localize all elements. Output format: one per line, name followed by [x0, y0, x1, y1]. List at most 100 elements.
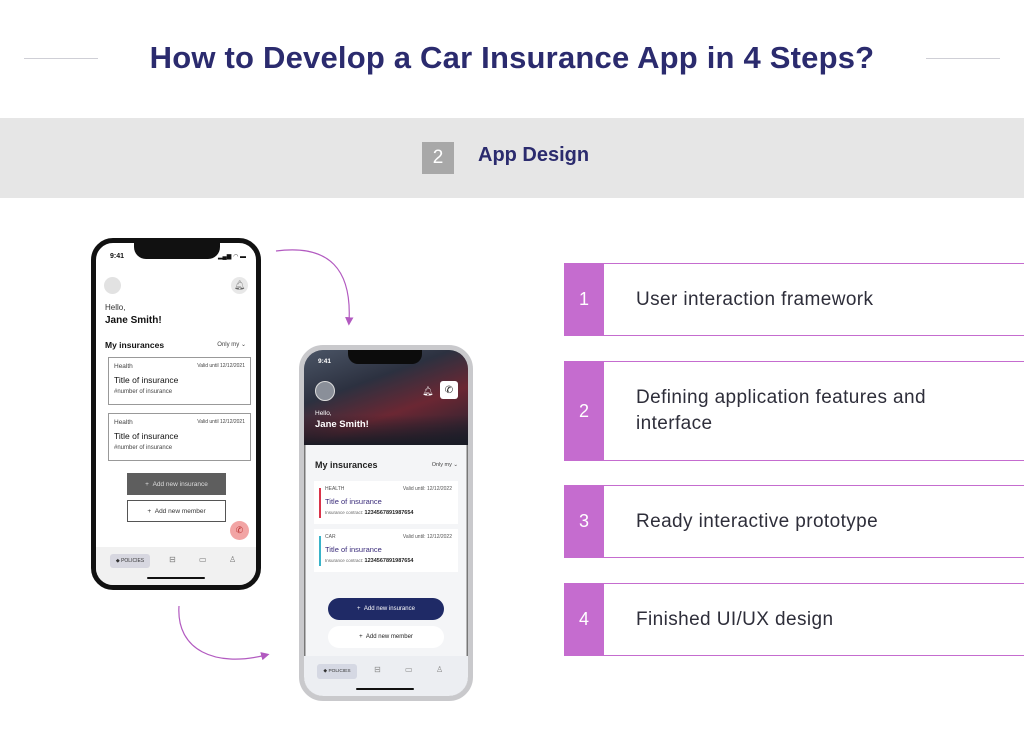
- home-indicator: [356, 688, 414, 690]
- button-label: Add new member: [365, 634, 413, 640]
- card-category: CAR: [325, 534, 336, 540]
- list-item-text: Defining application features and interf…: [604, 361, 1024, 461]
- chevron-down-icon: ⌄: [453, 462, 458, 468]
- card-number: #number of insurance: [114, 389, 173, 395]
- greeting-hello: Hello,: [105, 303, 126, 312]
- card-contract-label: Insurance contract:: [325, 510, 364, 515]
- card-valid: Valid until 12/12/2021: [197, 363, 245, 369]
- card-contract: Insurance contract: 1234567891987654: [325, 558, 414, 564]
- home-indicator: [147, 577, 205, 579]
- step-band: [0, 118, 1024, 198]
- nav-policies-label: POLICIES: [328, 669, 351, 674]
- status-time: 9:41: [318, 358, 332, 365]
- card-contract-number: 1234567891987654: [364, 510, 414, 516]
- list-item-text: Finished UI/UX design: [604, 583, 1024, 656]
- card-valid: Valid until: 12/12/2022: [402, 486, 452, 492]
- list-item-number: 4: [564, 583, 604, 656]
- title-line-right: [926, 58, 1000, 59]
- card-color-bar: [319, 536, 321, 566]
- add-member-button[interactable]: + Add new member: [328, 626, 444, 648]
- card-color-bar: [319, 488, 321, 518]
- status-icons: ▂▄▆ ◠ ▬: [217, 254, 246, 260]
- basket-icon[interactable]: ⊟: [169, 555, 176, 564]
- list-item-number: 3: [564, 485, 604, 558]
- card-category: HEALTH: [325, 486, 345, 492]
- card-title: Title of insurance: [114, 431, 179, 441]
- insurance-card[interactable]: Health Valid until 12/12/2021 Title of i…: [108, 357, 251, 405]
- phone-icon[interactable]: ✆: [440, 381, 458, 399]
- nav-policies[interactable]: ◆ POLICIES: [317, 664, 357, 679]
- list-item-text: Ready interactive prototype: [604, 485, 1024, 558]
- wireframe-phone: 9:41 ▂▄▆ ◠ ▬ 🔔︎ Hello, Jane Smith! My in…: [91, 238, 261, 590]
- card-title: Title of insurance: [325, 545, 382, 554]
- arrow-top: [275, 249, 354, 326]
- greeting-hello: Hello,: [315, 410, 332, 417]
- list-item-text-span: Defining application features and interf…: [636, 387, 926, 434]
- phone-notch: [134, 243, 220, 259]
- section-title: My insurances: [105, 340, 165, 350]
- list-item-number: 2: [564, 361, 604, 461]
- chat-icon[interactable]: ▭: [199, 555, 207, 564]
- bell-icon[interactable]: 🔔︎: [231, 277, 248, 294]
- card-number: #number of insurance: [114, 445, 173, 451]
- list-item-number: 1: [564, 263, 604, 336]
- card-valid: Valid until: 12/12/2022: [402, 534, 452, 540]
- plus-icon: +: [359, 634, 366, 640]
- card-title: Title of insurance: [325, 497, 382, 506]
- list-item: 3 Ready interactive prototype: [564, 485, 1024, 558]
- user-icon[interactable]: ♙: [229, 555, 237, 564]
- card-category: Health: [114, 419, 133, 426]
- title-line-left: [24, 58, 98, 59]
- add-member-button[interactable]: + Add new member: [127, 500, 226, 522]
- arrow-bottom: [178, 605, 270, 661]
- card-contract-label: Insurance contract:: [325, 558, 364, 563]
- filter-dropdown[interactable]: Only my ⌄: [217, 341, 246, 348]
- card-contract: Insurance contract: 1234567891987654: [325, 510, 414, 516]
- bell-icon[interactable]: 🔔︎: [422, 386, 434, 396]
- card-valid: Valid until 12/12/2021: [197, 419, 245, 425]
- chat-icon[interactable]: ▭: [405, 665, 413, 674]
- user-icon[interactable]: ♙: [436, 665, 444, 674]
- filter-label: Only my: [217, 342, 240, 348]
- card-contract-number: 1234567891987654: [364, 558, 414, 564]
- list-item: 2 Defining application features and inte…: [564, 361, 1024, 461]
- title-wrap: How to Develop a Car Insurance App in 4 …: [0, 30, 1024, 86]
- add-insurance-button[interactable]: + Add new insurance: [328, 598, 444, 620]
- section-title: My insurances: [315, 460, 378, 470]
- plus-icon: +: [147, 507, 155, 515]
- button-label: Add new insurance: [363, 606, 415, 612]
- avatar[interactable]: [315, 381, 335, 401]
- filter-dropdown[interactable]: Only my ⌄: [432, 462, 458, 468]
- step-label: App Design: [478, 144, 590, 166]
- nav-policies-label: POLICIES: [121, 558, 145, 564]
- insurance-card[interactable]: Health Valid until 12/12/2021 Title of i…: [108, 413, 251, 461]
- phone-notch: [348, 350, 422, 364]
- filter-label: Only my: [431, 462, 452, 468]
- card-title: Title of insurance: [114, 375, 179, 385]
- insurance-card[interactable]: HEALTH Valid until: 12/12/2022 Title of …: [314, 481, 458, 524]
- user-name: Jane Smith!: [105, 315, 162, 326]
- basket-icon[interactable]: ⊟: [374, 665, 381, 674]
- design-phone: 9:41 🔔︎ ✆ Hello, Jane Smith! My insuranc…: [299, 345, 473, 701]
- plus-icon: +: [357, 606, 364, 612]
- button-label: Add new member: [154, 507, 206, 515]
- bottom-nav: ◆ POLICIES ⊟ ▭ ♙: [304, 656, 468, 696]
- policies-icon: ◆: [323, 669, 329, 674]
- insurance-card[interactable]: CAR Valid until: 12/12/2022 Title of ins…: [314, 529, 458, 572]
- user-name: Jane Smith!: [315, 419, 369, 430]
- list-item-text: User interaction framework: [604, 263, 1024, 336]
- policies-icon: ◆: [115, 558, 122, 564]
- add-insurance-button[interactable]: + Add new insurance: [127, 473, 226, 495]
- button-label: Add new insurance: [152, 480, 208, 488]
- call-icon[interactable]: ✆: [230, 521, 249, 540]
- bottom-nav: ◆ POLICIES ⊟ ▭ ♙: [96, 547, 256, 585]
- nav-policies[interactable]: ◆ POLICIES: [110, 554, 150, 568]
- list-item: 4 Finished UI/UX design: [564, 583, 1024, 656]
- avatar[interactable]: [104, 277, 121, 294]
- card-category: Health: [114, 363, 133, 370]
- chevron-down-icon: ⌄: [240, 342, 246, 348]
- page-title: How to Develop a Car Insurance App in 4 …: [149, 40, 875, 75]
- status-time: 9:41: [110, 253, 125, 260]
- plus-icon: +: [145, 480, 153, 488]
